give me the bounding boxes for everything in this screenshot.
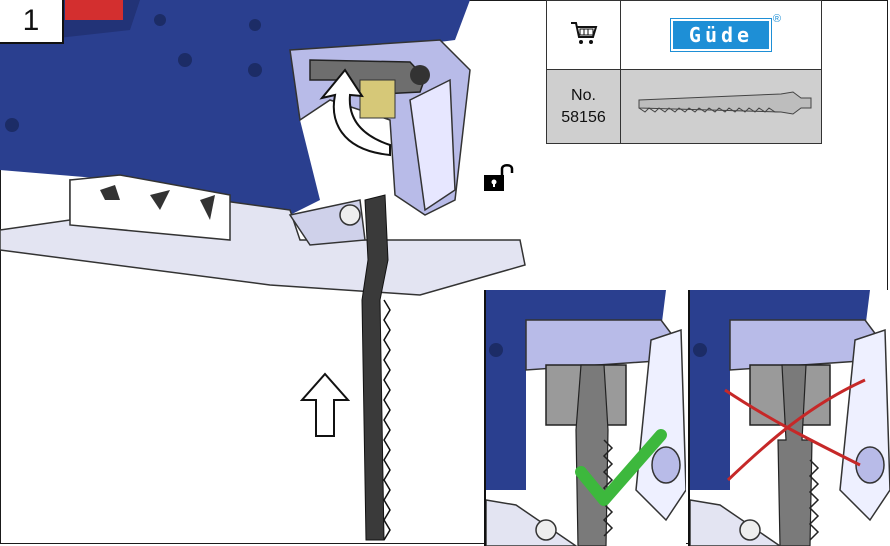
shopping-cart-icon — [570, 21, 597, 44]
product-info-table: Güde ® No. 58156 — [546, 0, 822, 144]
unlocked-padlock-icon — [484, 164, 514, 191]
article-number: 58156 — [561, 108, 606, 126]
saw-blade-image — [638, 91, 812, 115]
brand-cell: Güde ® — [620, 0, 822, 70]
red-cross-icon — [724, 378, 866, 482]
cart-cell — [546, 0, 621, 70]
green-check-icon — [575, 429, 667, 506]
outline-up-arrow-icon — [300, 372, 350, 437]
no-label: No. — [571, 86, 596, 104]
registered-mark: ® — [772, 13, 781, 25]
correct-blade-detail — [486, 290, 686, 546]
step-number: 1 — [0, 0, 64, 44]
detail-correct — [484, 290, 686, 546]
article-number-cell: No. 58156 — [546, 69, 621, 144]
incorrect-blade-detail — [690, 290, 890, 546]
blade-image-cell — [620, 69, 822, 144]
detail-incorrect — [688, 290, 890, 546]
brand-logo: Güde — [670, 18, 772, 52]
